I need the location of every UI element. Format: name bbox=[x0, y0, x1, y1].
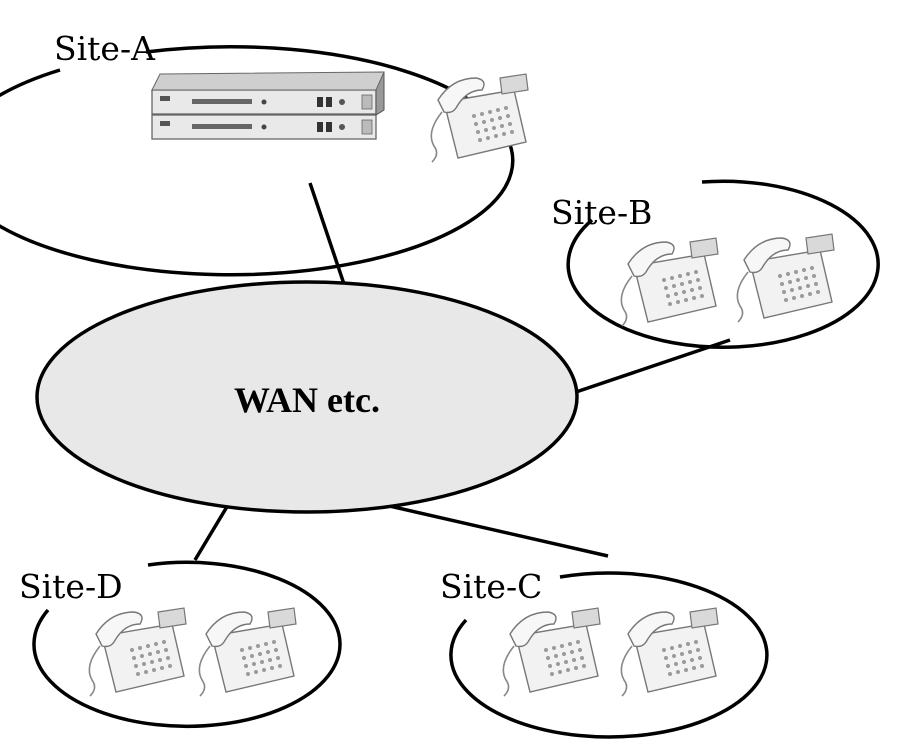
site-d-label: Site-D bbox=[19, 567, 123, 606]
site-a-label: Site-A bbox=[54, 29, 156, 68]
wan-ellipse bbox=[35, 280, 579, 514]
desk-phone-icon bbox=[736, 233, 835, 323]
site-b-label: Site-B bbox=[551, 193, 652, 232]
link-wan-site-b bbox=[575, 338, 731, 394]
site-c: Site-C bbox=[440, 567, 769, 739]
wan-label: WAN etc. bbox=[234, 380, 380, 420]
server-unit-icon bbox=[151, 71, 385, 140]
link-wan-site-c bbox=[384, 503, 609, 558]
site-c-label: Site-C bbox=[440, 567, 542, 606]
link-wan-site-a bbox=[308, 182, 347, 288]
desk-phone-icon bbox=[198, 607, 297, 697]
link-wan-site-d bbox=[193, 504, 230, 561]
site-a-ellipse bbox=[0, 44, 515, 277]
desk-phone-icon bbox=[620, 607, 719, 697]
site-d-ellipse bbox=[32, 560, 342, 729]
desk-phone-icon bbox=[88, 607, 187, 697]
site-a: Site-A bbox=[0, 29, 529, 277]
site-b-ellipse bbox=[566, 179, 880, 349]
site-b: Site-B bbox=[551, 179, 880, 349]
desk-phone-icon bbox=[620, 237, 719, 327]
site-d: Site-D bbox=[19, 560, 342, 729]
site-c-ellipse bbox=[449, 571, 769, 739]
desk-phone-icon bbox=[502, 607, 601, 697]
